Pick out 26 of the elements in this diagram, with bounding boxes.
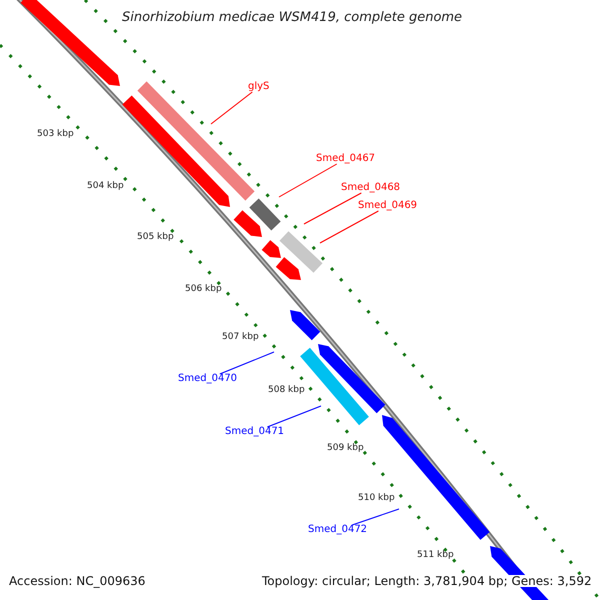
leader-line bbox=[352, 508, 400, 526]
tick-label: 503 kbp bbox=[37, 130, 74, 139]
tick-label: 504 kbp bbox=[87, 182, 124, 191]
tick-label: 507 kbp bbox=[222, 333, 259, 342]
map-title: Sinorhizobium medicae WSM419, complete genome bbox=[122, 11, 462, 24]
gene-label: Smed_0471 bbox=[225, 427, 284, 437]
leader-line bbox=[210, 92, 253, 124]
tick-label: 508 kbp bbox=[268, 386, 305, 395]
gene-label: Smed_0470 bbox=[178, 374, 238, 384]
gene-label: Smed_0467 bbox=[316, 154, 376, 164]
leader-line bbox=[320, 210, 379, 244]
tick-label: 510 kbp bbox=[358, 494, 395, 503]
leader-line bbox=[278, 164, 338, 198]
gene-label: Smed_0469 bbox=[358, 201, 418, 211]
info-text: Topology: circular; Length: 3,781,904 bp; Genes: 3,592 bbox=[262, 575, 592, 587]
tick-label: 511 kbp bbox=[417, 551, 454, 560]
info-text: Accession: NC_009636 bbox=[9, 575, 146, 587]
leader-line bbox=[266, 406, 322, 428]
gene-label: glyS bbox=[248, 82, 270, 92]
tick-label: 509 kbp bbox=[327, 444, 364, 453]
leader-line bbox=[304, 192, 362, 224]
tick-label: 505 kbp bbox=[137, 233, 174, 242]
leader-line bbox=[219, 352, 274, 374]
tick-label: 506 kbp bbox=[185, 285, 222, 294]
gene-label: Smed_0472 bbox=[308, 525, 368, 535]
gene-label: Smed_0468 bbox=[341, 183, 400, 193]
